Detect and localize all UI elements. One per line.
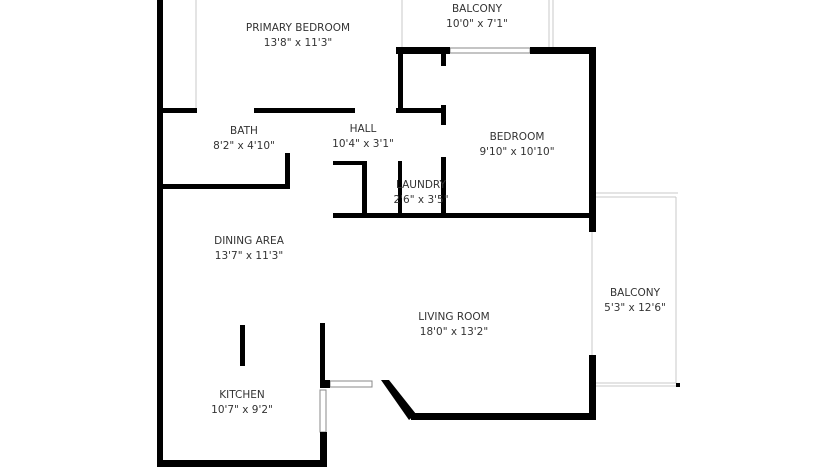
room-size: 13'8" x 11'3" — [263, 37, 333, 49]
room-name: BALCONY — [609, 287, 661, 299]
room-kitchen: KITCHEN 10'7" x 9'2" — [211, 388, 273, 418]
room-name: LIVING ROOM — [418, 311, 490, 323]
window — [449, 47, 531, 54]
window — [329, 380, 373, 388]
room-name: HALL — [349, 123, 377, 135]
room-size: 2'6" x 3'5" — [393, 194, 449, 206]
room-balcony-top: BALCONY 10'0" x 7'1" — [446, 2, 508, 32]
room-balcony-side: BALCONY 5'3" x 12'6" — [604, 286, 666, 316]
room-hall: HALL 10'4" x 3'1" — [332, 122, 394, 152]
walls — [157, 0, 680, 467]
room-bedroom: BEDROOM 9'10" x 10'10" — [479, 130, 554, 160]
room-laundry: LAUNDRY 2'6" x 3'5" — [393, 178, 448, 208]
room-size: 13'7" x 11'3" — [214, 250, 284, 262]
room-name: KITCHEN — [219, 389, 265, 401]
room-name: DINING AREA — [214, 235, 284, 247]
room-size: 5'3" x 12'6" — [604, 302, 666, 314]
room-name: BALCONY — [451, 3, 503, 15]
room-living-room: LIVING ROOM 18'0" x 13'2" — [418, 310, 489, 340]
room-size: 8'2" x 4'10" — [213, 140, 275, 152]
room-name: LAUNDRY — [396, 179, 446, 191]
room-primary-bedroom: PRIMARY BEDROOM 13'8" x 11'3" — [246, 21, 350, 51]
room-name: BATH — [230, 125, 258, 137]
room-name: BEDROOM — [489, 131, 545, 143]
window — [319, 389, 327, 433]
room-name: PRIMARY BEDROOM — [245, 22, 351, 34]
room-size: 18'0" x 13'2" — [419, 326, 489, 338]
room-size: 10'4" x 3'1" — [332, 138, 394, 150]
room-size: 9'10" x 10'10" — [479, 146, 555, 158]
room-size: 10'7" x 9'2" — [211, 404, 273, 416]
room-dining-area: DINING AREA 13'7" x 11'3" — [214, 234, 284, 264]
thin-lines — [195, 0, 680, 387]
room-bath: BATH 8'2" x 4'10" — [213, 124, 275, 154]
room-size: 10'0" x 7'1" — [446, 18, 508, 30]
